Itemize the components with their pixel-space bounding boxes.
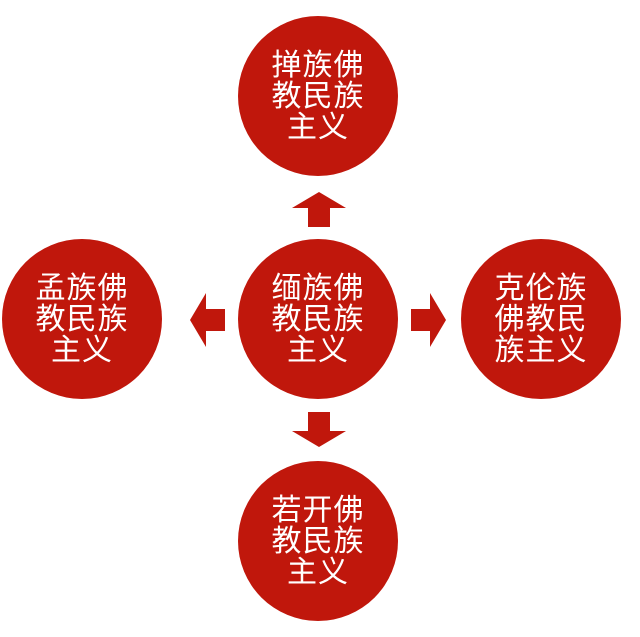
arrow-up-icon [292, 192, 346, 227]
node-text-line: 若开佛 [271, 492, 365, 528]
node-text-line: 族主义 [494, 332, 588, 368]
node-text-line: 教民族 [271, 523, 365, 559]
arrow-left-icon [190, 293, 225, 347]
node-text-line: 主义 [287, 332, 349, 368]
node-text-line: 主义 [287, 554, 349, 590]
node-text-line: 孟族佛 [35, 270, 129, 306]
node-text-line: 佛教民 [494, 301, 588, 337]
node-text-line: 缅族佛 [271, 270, 365, 306]
arrow-right-icon [411, 293, 446, 347]
node-center-bamar: 缅族佛 教民族 主义 [238, 239, 398, 399]
node-text-line: 教民族 [271, 301, 365, 337]
node-text-line: 克伦族 [494, 270, 588, 306]
node-text-line: 主义 [287, 109, 349, 145]
node-bottom-rakhine: 若开佛 教民族 主义 [238, 461, 398, 621]
node-left-mon: 孟族佛 教民族 主义 [2, 239, 162, 399]
node-top-shan: 掸族佛 教民族 主义 [238, 16, 398, 176]
node-text-line: 掸族佛 [271, 47, 365, 83]
node-text-line: 教民族 [35, 301, 129, 337]
node-right-karen: 克伦族 佛教民 族主义 [461, 239, 621, 399]
arrow-down-icon [292, 412, 346, 447]
node-text-line: 主义 [51, 332, 113, 368]
node-text-line: 教民族 [271, 78, 365, 114]
